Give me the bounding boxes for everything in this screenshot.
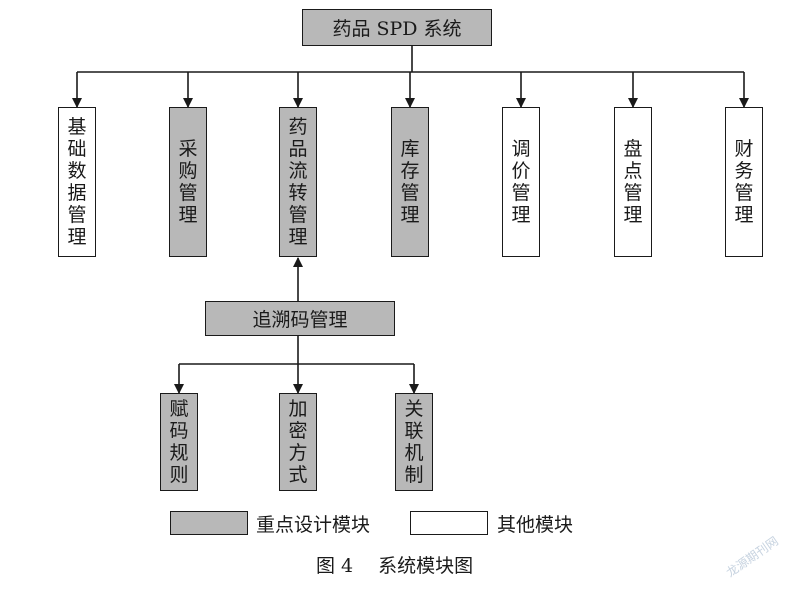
module-label: 药品流转管理: [288, 116, 308, 248]
sub-encryption: 加密方式: [279, 393, 317, 491]
legend-key-swatch: [170, 511, 248, 535]
figure-caption: 图 4 系统模块图: [316, 555, 474, 577]
module-label: 基础数据管理: [67, 116, 87, 248]
trace-code-node: 追溯码管理: [205, 301, 395, 336]
sub-association: 关联机制: [395, 393, 433, 491]
module-procurement: 采购管理: [169, 107, 207, 257]
sub-coding-rules: 赋码规则: [160, 393, 198, 491]
sub-module-label: 加密方式: [288, 398, 308, 486]
module-label: 盘点管理: [623, 138, 643, 226]
module-stocktake: 盘点管理: [614, 107, 652, 257]
trace-code-label: 追溯码管理: [252, 309, 348, 331]
module-label: 调价管理: [511, 138, 531, 226]
root-node-label: 药品 SPD 系统: [332, 18, 462, 40]
module-price-adjust: 调价管理: [502, 107, 540, 257]
module-label: 采购管理: [178, 138, 198, 226]
module-label: 库存管理: [400, 138, 420, 226]
legend-key-label: 重点设计模块: [256, 514, 371, 536]
sub-module-label: 关联机制: [404, 398, 424, 486]
module-label: 财务管理: [734, 138, 754, 226]
module-inventory: 库存管理: [391, 107, 429, 257]
module-basic-data: 基础数据管理: [58, 107, 96, 257]
legend-other-swatch: [410, 511, 488, 535]
legend-other-label: 其他模块: [497, 514, 574, 536]
module-drug-flow: 药品流转管理: [279, 107, 317, 257]
root-node: 药品 SPD 系统: [302, 9, 492, 46]
module-finance: 财务管理: [725, 107, 763, 257]
sub-module-label: 赋码规则: [169, 398, 189, 486]
